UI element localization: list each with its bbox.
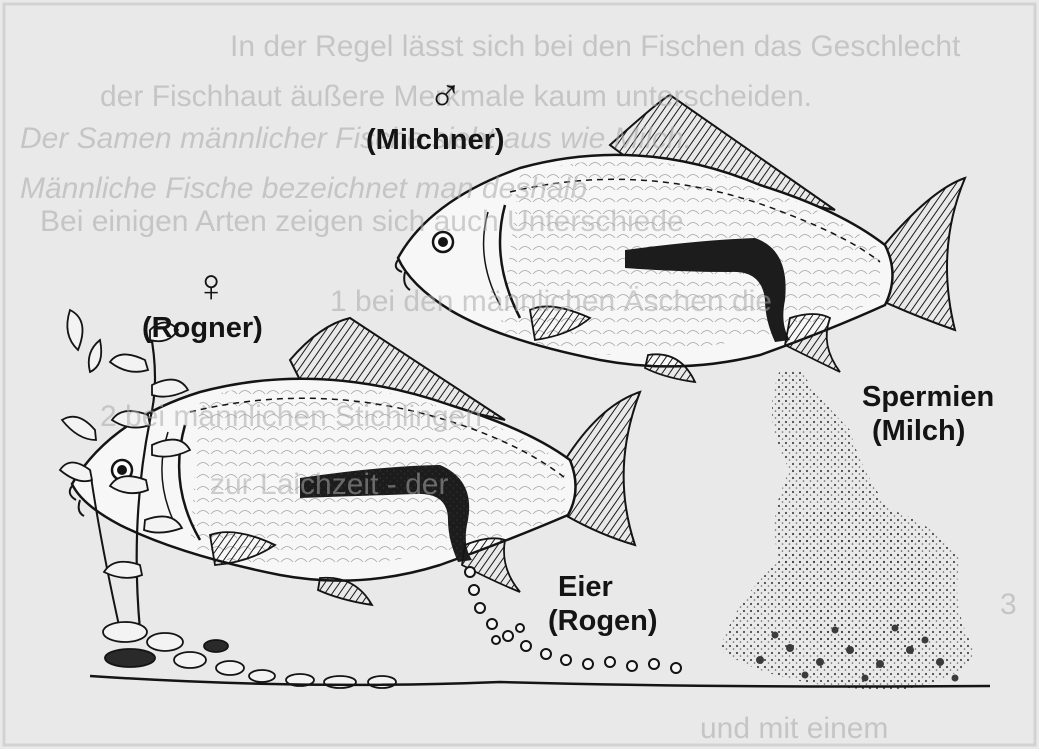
bleed-through-line-6: 1 bei den männlichen Äschen die <box>330 285 772 319</box>
female-label: (Rogner) <box>142 312 263 344</box>
eggs-label: Eier (Rogen) <box>548 570 658 638</box>
bleed-through-line-10: und mit einem <box>700 712 888 746</box>
male-symbol: ♂ <box>428 72 463 118</box>
bleed-through-line-1: In der Regel lässt sich bei den Fischen … <box>230 30 960 64</box>
bleed-through-line-5: Bei einigen Arten zeigen sich auch Unter… <box>40 205 684 239</box>
bleed-through-line-8: zur Laichzeit - der <box>210 468 448 502</box>
bleed-through-line-4: Männliche Fische bezeichnet man deshalb <box>20 172 587 206</box>
eggs-subtitle: (Rogen) <box>548 604 658 638</box>
bleed-through-line-7: 2 bei männlichen Stichlingen <box>100 400 482 434</box>
female-symbol: ♀ <box>194 262 229 308</box>
bleed-through-line-9: 3 <box>1000 588 1017 622</box>
sperm-title: Spermien <box>862 380 994 414</box>
eggs-title: Eier <box>558 570 658 604</box>
bleed-through-line-3: Der Samen männlicher Fische sieht aus wi… <box>20 122 692 156</box>
sperm-subtitle: (Milch) <box>872 414 994 448</box>
sperm-label: Spermien (Milch) <box>862 380 994 448</box>
male-label: (Milchner) <box>366 124 505 156</box>
